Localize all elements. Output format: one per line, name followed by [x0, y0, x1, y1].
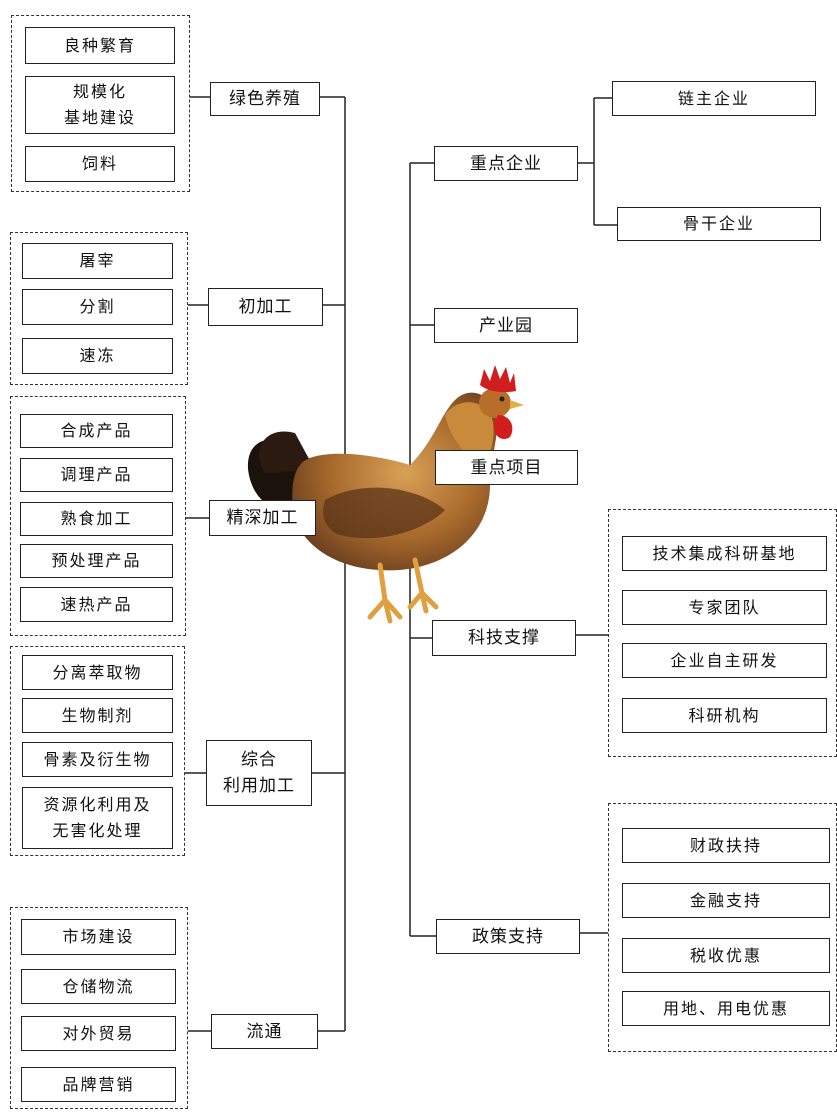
hub-comprehensive-utilization[interactable]: 综合 利用加工 [206, 740, 312, 806]
node-label: 品牌营销 [62, 1074, 135, 1094]
node-label: 速热产品 [60, 594, 133, 614]
comprehensive-utilization-group [10, 646, 185, 856]
node-label: 财政扶持 [689, 835, 762, 855]
chicken-illustration [247, 365, 524, 624]
hub-circulation[interactable]: 流通 [211, 1014, 318, 1049]
node-label: 对外贸易 [62, 1023, 135, 1043]
node-label: 预处理产品 [51, 551, 142, 570]
node-research-institutes[interactable]: 科研机构 [622, 698, 827, 733]
node-chain-leader[interactable]: 链主企业 [612, 81, 816, 116]
hub-label: 流通 [246, 1021, 283, 1042]
node-financial-support[interactable]: 金融支持 [622, 883, 830, 918]
hub-label: 综合 [241, 750, 277, 770]
green-breeding-group [11, 15, 190, 192]
node-label: 企业自主研发 [670, 650, 779, 670]
node-prepared-products[interactable]: 调理产品 [20, 458, 173, 492]
node-independent-rd[interactable]: 企业自主研发 [622, 643, 827, 678]
node-feed[interactable]: 饲料 [25, 146, 175, 182]
node-separated-extracts[interactable]: 分离萃取物 [22, 655, 173, 690]
node-label: 仓储物流 [62, 976, 135, 996]
node-label: 熟食加工 [60, 509, 133, 528]
node-label: 速冻 [79, 346, 116, 365]
node-label: 调理产品 [60, 465, 133, 484]
hub-tech-support[interactable]: 科技支撑 [432, 620, 576, 656]
node-quick-heat-products[interactable]: 速热产品 [20, 587, 173, 622]
hub-deep-processing[interactable]: 精深加工 [209, 500, 316, 536]
hub-key-project[interactable]: 重点项目 [435, 450, 578, 485]
node-label: 科研机构 [688, 705, 761, 725]
node-label: 无害化处理 [52, 821, 143, 840]
hub-label: 产业园 [479, 315, 533, 336]
node-label: 合成产品 [60, 421, 133, 440]
node-label: 屠宰 [79, 251, 116, 270]
hub-label: 重点项目 [470, 457, 543, 478]
node-label: 用地、用电优惠 [662, 998, 789, 1018]
hub-label: 重点企业 [470, 153, 542, 174]
node-preprocessed-products[interactable]: 预处理产品 [20, 544, 173, 578]
hub-label: 利用加工 [223, 776, 295, 796]
node-bone-extracts[interactable]: 骨素及衍生物 [22, 742, 173, 777]
hub-policy-support[interactable]: 政策支持 [436, 919, 580, 954]
node-tech-research-base[interactable]: 技术集成科研基地 [622, 536, 827, 571]
hub-label: 政策支持 [472, 926, 544, 947]
hub-label: 科技支撑 [468, 628, 540, 648]
node-label: 技术集成科研基地 [652, 543, 797, 563]
node-biological-agents[interactable]: 生物制剂 [22, 698, 173, 733]
hub-industrial-park[interactable]: 产业园 [434, 308, 578, 343]
node-tax-incentives[interactable]: 税收优惠 [622, 938, 830, 973]
node-label: 资源化利用及 [43, 795, 152, 814]
node-foreign-trade[interactable]: 对外贸易 [21, 1016, 176, 1051]
node-label: 分割 [79, 297, 116, 316]
node-label: 分离萃取物 [52, 662, 143, 682]
node-label: 专家团队 [688, 597, 761, 617]
deep-processing-group [10, 396, 186, 636]
node-label: 规模化 [72, 82, 127, 101]
node-scale-base[interactable]: 规模化 基地建设 [25, 76, 175, 134]
node-resource-utilization[interactable]: 资源化利用及 无害化处理 [22, 787, 173, 849]
primary-processing-group [10, 232, 188, 385]
node-slaughter[interactable]: 屠宰 [22, 243, 173, 279]
circulation-group [10, 907, 188, 1109]
node-label: 生物制剂 [61, 705, 134, 725]
node-cooked-food[interactable]: 熟食加工 [20, 502, 173, 536]
node-label: 骨干企业 [682, 214, 755, 233]
node-label: 市场建设 [62, 927, 135, 946]
node-land-power-incentives[interactable]: 用地、用电优惠 [622, 991, 830, 1026]
hub-label: 精深加工 [226, 508, 299, 528]
node-expert-team[interactable]: 专家团队 [622, 590, 827, 625]
node-cutting[interactable]: 分割 [22, 289, 173, 325]
node-label: 链主企业 [677, 88, 750, 108]
node-breeding[interactable]: 良种繁育 [25, 27, 175, 64]
hub-key-enterprise[interactable]: 重点企业 [434, 146, 578, 181]
node-warehouse-logistics[interactable]: 仓储物流 [21, 969, 176, 1004]
hub-primary-processing[interactable]: 初加工 [208, 288, 323, 326]
hub-label: 绿色养殖 [229, 89, 301, 109]
hub-green-breeding[interactable]: 绿色养殖 [210, 82, 320, 116]
node-label: 金融支持 [689, 890, 762, 910]
node-fiscal-support[interactable]: 财政扶持 [622, 828, 830, 863]
node-brand-marketing[interactable]: 品牌营销 [21, 1067, 176, 1102]
hub-label: 初加工 [238, 297, 293, 317]
node-market-construction[interactable]: 市场建设 [21, 919, 176, 955]
node-synthetic-products[interactable]: 合成产品 [20, 414, 173, 448]
node-quick-freeze[interactable]: 速冻 [22, 338, 173, 374]
node-label: 饲料 [81, 154, 118, 173]
node-label: 基地建设 [63, 108, 136, 127]
node-label: 良种繁育 [63, 35, 136, 55]
node-backbone-enterprise[interactable]: 骨干企业 [617, 207, 821, 241]
node-label: 税收优惠 [689, 945, 762, 965]
node-label: 骨素及衍生物 [43, 749, 152, 769]
